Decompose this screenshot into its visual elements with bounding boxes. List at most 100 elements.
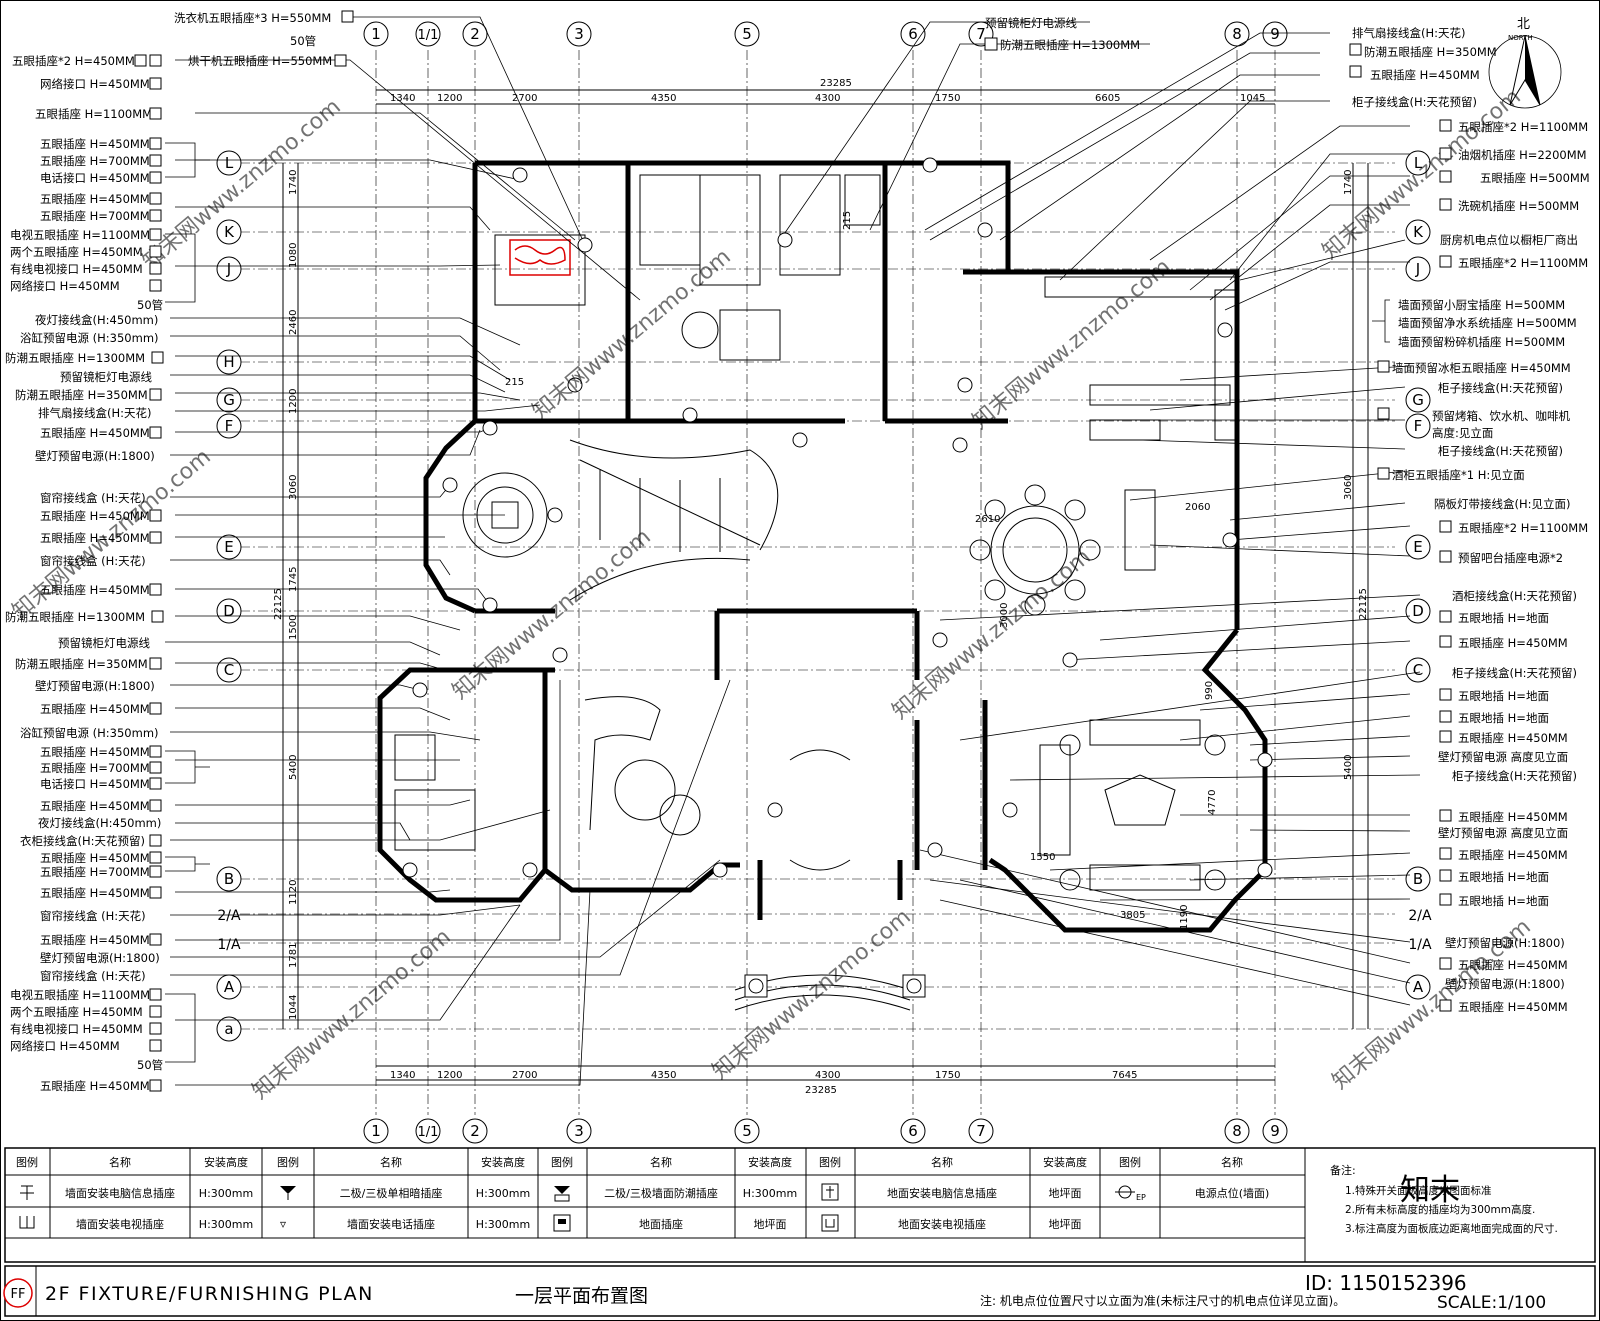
legend-cell: 地坪面 — [754, 1218, 787, 1231]
annotation-label: 洗衣机五眼插座*3 H=550MM — [174, 11, 331, 25]
grid-label: G — [223, 391, 235, 409]
legend-header: 名称 — [1221, 1155, 1243, 1169]
grid-bubble-bottom: 1/1 — [415, 1118, 441, 1144]
dim-value: 4350 — [651, 93, 676, 104]
grid-bubbles-left: L K J H G F E D C B 2/A 1/A A a — [216, 150, 242, 1042]
grid-label: B — [1413, 870, 1423, 888]
dim-total: 23285 — [820, 78, 852, 89]
grid-bubble-left: E — [216, 534, 242, 560]
dimension-left: 1740 1080 2460 1200 3060 1745 1500 5400 … — [273, 163, 299, 1029]
annotation-label: 酒柜接线盒(H:天花预留) — [1452, 589, 1577, 603]
dim-value: 1500 — [288, 615, 299, 640]
legend-header: 图例 — [551, 1155, 573, 1169]
grid-label: 2 — [470, 25, 480, 43]
grid-label: H — [223, 353, 234, 371]
watermark: 知末网www.znzmo.com — [708, 904, 916, 1084]
annotation-label: 防潮五眼插座 H=350MM — [1364, 45, 1497, 59]
phone-outlet-icon: ▿ — [280, 1217, 286, 1231]
leader-lines — [165, 16, 1421, 1086]
dim-value: 3060 — [288, 475, 299, 500]
dim-value: 5400 — [1343, 755, 1354, 780]
grid-label: 2/A — [1408, 908, 1432, 924]
grid-label: 1/1 — [418, 28, 439, 43]
room-dim: 990 — [1204, 681, 1215, 700]
annotation-label: 五眼插座 H=450MM — [1458, 810, 1568, 824]
grid-bubble-top: 2 — [462, 21, 488, 47]
annotation-label: 窗帘接线盒 (H:天花) — [40, 491, 146, 505]
annotation-label: 防潮五眼插座 H=1300MM — [5, 610, 145, 624]
annotation-label: 柜子接线盒(H:天花预留) — [1452, 666, 1577, 680]
dim-value: 1750 — [935, 93, 960, 104]
annotation-label: 烘干机五眼插座 H=550MM — [188, 54, 332, 68]
legend-cell: H:300mm — [476, 1218, 530, 1231]
legend-header: 名称 — [650, 1155, 672, 1169]
annotation-label: 墙面预留小厨宝插座 H=500MM — [1398, 298, 1565, 312]
legend-cell: 墙面安装电话插座 — [347, 1217, 435, 1231]
legend-cell: H:300mm — [743, 1187, 797, 1200]
annotation-label: 厨房机电点位以橱柜厂商出 — [1440, 233, 1578, 247]
grid-bubbles-top: 1 1/1 2 3 5 6 7 8 9 — [363, 21, 1288, 47]
grid-bubble-right: B — [1405, 866, 1431, 892]
annotation-label: 五眼插座 H=1100MM — [35, 107, 152, 121]
legend-header: 名称 — [931, 1155, 953, 1169]
grid-bubble-right: C — [1405, 657, 1431, 683]
dim-value: 1781 — [288, 943, 299, 968]
grid-bubble-bottom: 7 — [968, 1118, 994, 1144]
annotation-label: 墙面预留冰柜五眼插座 H=450MM — [1392, 361, 1571, 375]
top-annotations: 预留镜柜灯电源线 防潮五眼插座 H=1300MM — [984, 16, 1140, 52]
grid-bubble-right: 2/A — [1408, 908, 1432, 924]
grid-label: 6 — [908, 1122, 918, 1140]
annotation-label: 预留镜柜灯电源线 — [985, 16, 1077, 30]
brand-watermark: 知末 — [1400, 1173, 1460, 1208]
legend-cell: 地面安装电脑信息插座 — [887, 1186, 997, 1200]
grid-bubble-left: D — [216, 598, 242, 624]
annotation-label: 油烟机插座 H=2200MM — [1458, 148, 1587, 162]
room-dim: 2610 — [975, 514, 1000, 525]
plan-title-cn: 一层平面布置图 — [515, 1285, 648, 1307]
floor-data-outlet-icon — [821, 1183, 839, 1201]
annotation-label: 五眼插座 H=450MM — [40, 745, 150, 759]
annotation-label: 排气扇接线盒(H:天花) — [38, 406, 152, 420]
grid-label: K — [1413, 223, 1424, 241]
annotation-label: 柜子接线盒(H:天花预留) — [1452, 769, 1577, 783]
dim-value: 2460 — [288, 310, 299, 335]
annotation-label: 预留镜柜灯电源线 — [60, 370, 152, 384]
grid-bubble-bottom: 8 — [1224, 1118, 1250, 1144]
id-text: ID: 1150152396 — [1305, 1271, 1467, 1295]
legend-cell: 地坪面 — [1049, 1218, 1082, 1231]
annotation-label: 窗帘接线盒 (H:天花) — [40, 554, 146, 568]
grid-label: K — [224, 223, 235, 241]
room-dim: 215 — [842, 211, 853, 230]
grid-label: 1/A — [217, 937, 241, 953]
annotation-label: 浴缸预留电源 (H:350mm) — [20, 726, 159, 740]
grid-label: A — [224, 978, 235, 996]
annotation-label: 50管 — [290, 34, 316, 48]
watermark: 知末网www.znzmo.com — [248, 924, 456, 1104]
dim-value: 1200 — [288, 389, 299, 414]
annotation-label: 五眼插座 H=450MM — [40, 886, 150, 900]
annotation-label: 夜灯接线盒(H:450mm) — [35, 313, 158, 327]
grid-label: 2/A — [217, 908, 241, 924]
right-annotations: 排气扇接线盒(H:天花) 防潮五眼插座 H=350MM 五眼插座 H=450MM… — [1349, 26, 1590, 1014]
grid-label: 8 — [1232, 25, 1242, 43]
dim-value: 1340 — [390, 93, 415, 104]
annotation-label: 五眼地插 H=地面 — [1458, 711, 1549, 725]
annotation-label: 隔板灯带接线盒(H:见立面) — [1434, 497, 1571, 511]
grid-label: 1/1 — [418, 1125, 439, 1140]
grid-bubble-bottom: 9 — [1262, 1118, 1288, 1144]
dim-value: 4300 — [815, 93, 840, 104]
grid-bubble-top: 1 — [363, 21, 389, 47]
grid-label: 1/A — [1408, 937, 1432, 953]
annotation-label: 五眼插座*2 H=1100MM — [1458, 521, 1588, 535]
dimension-top: 23285 1340 1200 2700 4350 4300 1750 6605… — [376, 78, 1275, 105]
dim-value: 1200 — [437, 93, 462, 104]
grid-label: 7 — [976, 25, 986, 43]
note-line: 3.标注高度为面板底边距离地面完成面的尺寸. — [1345, 1222, 1558, 1235]
grid-label: 5 — [742, 1122, 752, 1140]
legend-cell: H:300mm — [476, 1187, 530, 1200]
legend-cell: 墙面安装电脑信息插座 — [65, 1186, 175, 1200]
grid-label: 2 — [470, 1122, 480, 1140]
legend-cell: 二极/三极墙面防潮插座 — [604, 1186, 718, 1200]
grid-bubbles-right: L K J G F E D C B 2/A 1/A A — [1405, 150, 1432, 1000]
